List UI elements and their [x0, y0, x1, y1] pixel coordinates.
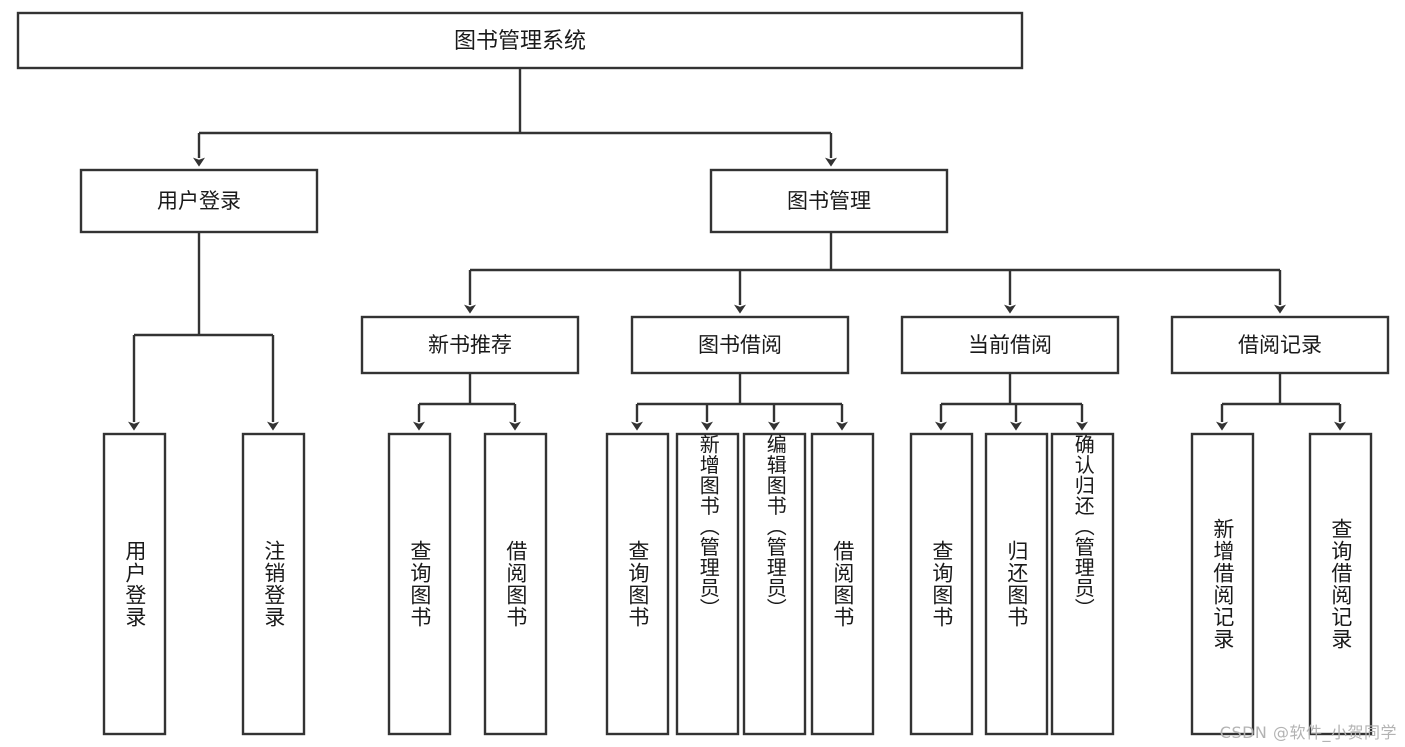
- node-current-borrow[interactable]: 当前借阅: [900, 315, 1120, 375]
- node-new-book-recommend-rect[interactable]: [360, 315, 580, 375]
- leaf-confirm-return-rect[interactable]: [1050, 432, 1115, 736]
- leaf-query-book-2-rect[interactable]: [605, 432, 670, 736]
- leaf-add-book-rect[interactable]: [675, 432, 740, 736]
- leaf-user-logout-rect[interactable]: [241, 432, 306, 736]
- node-root-rect[interactable]: [16, 11, 1024, 70]
- connector-group: [128, 68, 1346, 431]
- leaf-borrow-book-2-rect[interactable]: [810, 432, 875, 736]
- node-book-borrow-rect[interactable]: [630, 315, 850, 375]
- node-user-login-label: 用户登录: [157, 189, 241, 213]
- leaf-node-group: [102, 432, 1373, 736]
- node-book-borrow[interactable]: 图书借阅: [630, 315, 850, 375]
- node-root[interactable]: 图书管理系统: [16, 11, 1024, 70]
- leaf-query-borrow-record-rect[interactable]: [1308, 432, 1373, 736]
- node-borrow-record-label: 借阅记录: [1238, 333, 1322, 357]
- node-book-borrow-label: 图书借阅: [698, 333, 782, 357]
- node-borrow-record-rect[interactable]: [1170, 315, 1390, 375]
- leaf-add-borrow-record-rect[interactable]: [1190, 432, 1255, 736]
- node-new-book-recommend-label: 新书推荐: [428, 333, 512, 357]
- leaf-query-book-1-rect[interactable]: [387, 432, 452, 736]
- leaf-user-login-rect[interactable]: [102, 432, 167, 736]
- node-new-book-recommend[interactable]: 新书推荐: [360, 315, 580, 375]
- node-current-borrow-rect[interactable]: [900, 315, 1120, 375]
- node-current-borrow-label: 当前借阅: [968, 333, 1052, 357]
- leaf-edit-book-rect[interactable]: [742, 432, 807, 736]
- csdn-watermark: CSDN @软件_小贺同学: [1219, 723, 1397, 742]
- leaf-borrow-book-1-rect[interactable]: [483, 432, 548, 736]
- node-book-manage-label: 图书管理: [787, 189, 871, 213]
- node-user-login[interactable]: 用户登录: [79, 168, 319, 234]
- node-borrow-record[interactable]: 借阅记录: [1170, 315, 1390, 375]
- node-root-label: 图书管理系统: [454, 29, 586, 54]
- node-book-manage-rect[interactable]: [709, 168, 949, 234]
- leaf-query-book-3-rect[interactable]: [909, 432, 974, 736]
- leaf-return-book-rect[interactable]: [984, 432, 1049, 736]
- node-user-login-rect[interactable]: [79, 168, 319, 234]
- node-book-manage[interactable]: 图书管理: [709, 168, 949, 234]
